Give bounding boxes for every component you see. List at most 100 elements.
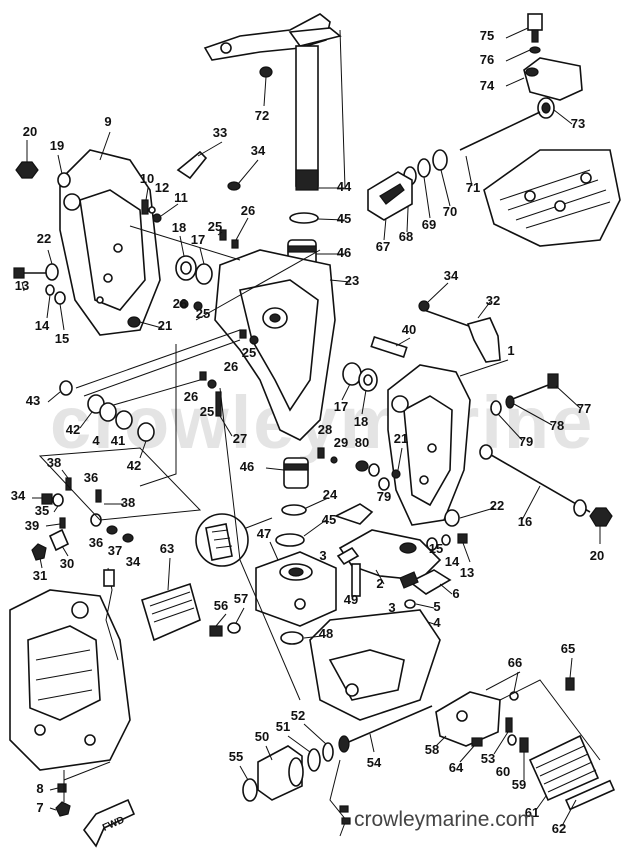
lower-case xyxy=(309,609,441,721)
part-number-19: 19 xyxy=(50,138,64,153)
switch-30 xyxy=(48,528,70,557)
part-number-25: 25 xyxy=(242,345,256,360)
part-number-14: 14 xyxy=(35,318,50,333)
plate-61 xyxy=(528,734,600,811)
part-number-22: 22 xyxy=(37,231,51,246)
bolt-21-left xyxy=(127,316,163,329)
washer-55 xyxy=(239,765,258,802)
bracket-45-mid xyxy=(333,503,374,525)
bushing-41 xyxy=(115,410,133,430)
mount-50 xyxy=(257,745,304,801)
bolt-34-top xyxy=(227,159,259,191)
part-number-61: 61 xyxy=(525,805,539,820)
part-number-66: 66 xyxy=(508,655,522,670)
part-number-15: 15 xyxy=(55,331,69,346)
bolt-31 xyxy=(31,543,47,569)
part-number-41: 41 xyxy=(111,433,125,448)
part-number-4: 4 xyxy=(433,615,441,630)
part-number-25: 25 xyxy=(208,219,222,234)
grease-26-b xyxy=(179,299,189,309)
bolt-36-a xyxy=(95,489,102,503)
nut-11 xyxy=(152,203,179,223)
part-number-13: 13 xyxy=(15,278,29,293)
part-number-34: 34 xyxy=(11,488,26,503)
connector-39 xyxy=(45,517,66,529)
swivel-bracket xyxy=(214,249,351,441)
part-number-33: 33 xyxy=(213,125,227,140)
part-number-67: 67 xyxy=(376,239,390,254)
part-number-34: 34 xyxy=(444,268,459,283)
washer-45-lower xyxy=(275,519,327,547)
washer-57 xyxy=(227,607,245,634)
part-number-27: 27 xyxy=(233,431,247,446)
part-number-24: 24 xyxy=(323,487,338,502)
part-number-34: 34 xyxy=(126,554,141,569)
stud-49 xyxy=(351,563,361,597)
part-number-44: 44 xyxy=(337,179,352,194)
part-number-40: 40 xyxy=(402,322,416,337)
nut-72 xyxy=(259,66,273,107)
bolt-34-small xyxy=(122,533,134,543)
part-number-21: 21 xyxy=(394,431,408,446)
part-number-30: 30 xyxy=(60,556,74,571)
part-number-9: 9 xyxy=(104,114,111,129)
spacer-22-right xyxy=(444,507,495,527)
nut-80 xyxy=(355,460,380,477)
part-number-76: 76 xyxy=(480,52,494,67)
part-number-18: 18 xyxy=(172,220,186,235)
part-number-37: 37 xyxy=(108,543,122,558)
steering-housing-47 xyxy=(255,541,337,627)
part-number-6: 6 xyxy=(452,586,459,601)
bolt-64 xyxy=(459,737,483,763)
plate-63 xyxy=(141,557,201,642)
nut-37 xyxy=(106,525,118,535)
part-number-16: 16 xyxy=(518,514,532,529)
part-number-70: 70 xyxy=(443,204,457,219)
clamp-74 xyxy=(505,57,583,101)
tilt-rod-71 xyxy=(459,111,541,187)
fwd-arrow-icon: FWD xyxy=(83,798,136,848)
part-number-29: 29 xyxy=(334,435,348,450)
washer-78 xyxy=(505,395,553,426)
washer-35 xyxy=(52,493,64,513)
bushing-18-left xyxy=(175,235,197,281)
tilt-lever-32 xyxy=(423,301,501,363)
part-number-2: 2 xyxy=(376,576,383,591)
bracket-arm xyxy=(485,671,601,761)
part-number-10: 10 xyxy=(140,171,154,186)
part-number-20: 20 xyxy=(590,548,604,563)
nut-20-right xyxy=(589,507,613,544)
part-number-69: 69 xyxy=(422,217,436,232)
part-number-46: 46 xyxy=(337,245,351,260)
part-number-13: 13 xyxy=(460,565,474,580)
grease-25-d xyxy=(207,379,217,389)
part-number-17: 17 xyxy=(334,399,348,414)
bolt-77 xyxy=(509,373,581,409)
bracket-58 xyxy=(435,691,501,747)
part-number-72: 72 xyxy=(255,108,269,123)
part-number-45: 45 xyxy=(322,512,336,527)
part-number-38: 38 xyxy=(121,495,135,510)
grease-25-b xyxy=(193,301,203,311)
washer-48 xyxy=(280,631,323,645)
cable xyxy=(329,759,351,837)
grease-25-a xyxy=(217,229,227,241)
part-number-45: 45 xyxy=(337,211,351,226)
part-number-7: 7 xyxy=(36,800,43,815)
bolt-8 xyxy=(49,783,67,793)
grease-26-c xyxy=(239,329,247,339)
part-number-48: 48 xyxy=(319,626,333,641)
spacer-22 xyxy=(45,249,59,281)
part-number-60: 60 xyxy=(496,764,510,779)
bolt-59 xyxy=(519,737,529,780)
part-number-25: 25 xyxy=(196,306,210,321)
bushing-18-right xyxy=(358,368,378,415)
nut-7 xyxy=(49,801,71,817)
bolt-13-right xyxy=(457,533,471,563)
part-number-23: 23 xyxy=(345,273,359,288)
washer-14 xyxy=(45,284,55,319)
part-number-79: 79 xyxy=(377,489,391,504)
part-number-3: 3 xyxy=(388,600,395,615)
rod-leader xyxy=(63,761,111,802)
